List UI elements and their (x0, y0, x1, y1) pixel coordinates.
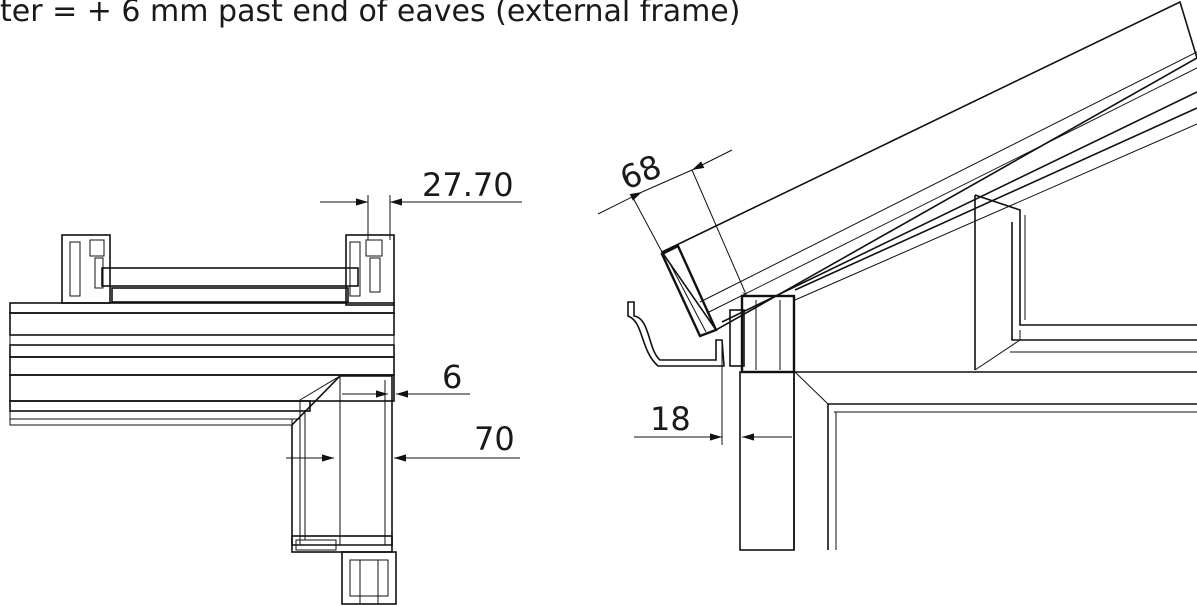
dimension-27-70: 27.70 (320, 166, 522, 240)
svg-text:*: * (742, 289, 748, 303)
roof-glazing-bar (660, 0, 1197, 338)
dimension-70: 70 (286, 420, 520, 462)
dimension-18: 18 (634, 345, 792, 445)
right-glazing-clip-profile (345, 234, 395, 306)
gable-frame (974, 194, 1197, 371)
dimension-68: 68 (597, 147, 746, 293)
dimension-label-27-70: 27.70 (422, 166, 514, 204)
dimension-label-70: 70 (474, 420, 515, 458)
dimension-6: 6 (342, 358, 470, 398)
dimension-label-6: 6 (442, 358, 462, 396)
eaves-ring-beam: * (729, 289, 796, 374)
dimension-label-68: 68 (615, 147, 667, 197)
right-eaves-section: * 68 18 (597, 0, 1197, 551)
glazing-panel (101, 267, 359, 303)
wall-post (739, 371, 837, 551)
drawing-caption: ter = + 6 mm past end of eaves (external… (0, 0, 741, 29)
dimension-label-18: 18 (650, 400, 691, 438)
left-eaves-section: 27.70 6 70 (9, 166, 522, 605)
frame-corner-post (291, 375, 397, 605)
transom-frame (794, 371, 1197, 413)
eaves-beam (9, 302, 395, 426)
gutter-profile (627, 301, 725, 367)
